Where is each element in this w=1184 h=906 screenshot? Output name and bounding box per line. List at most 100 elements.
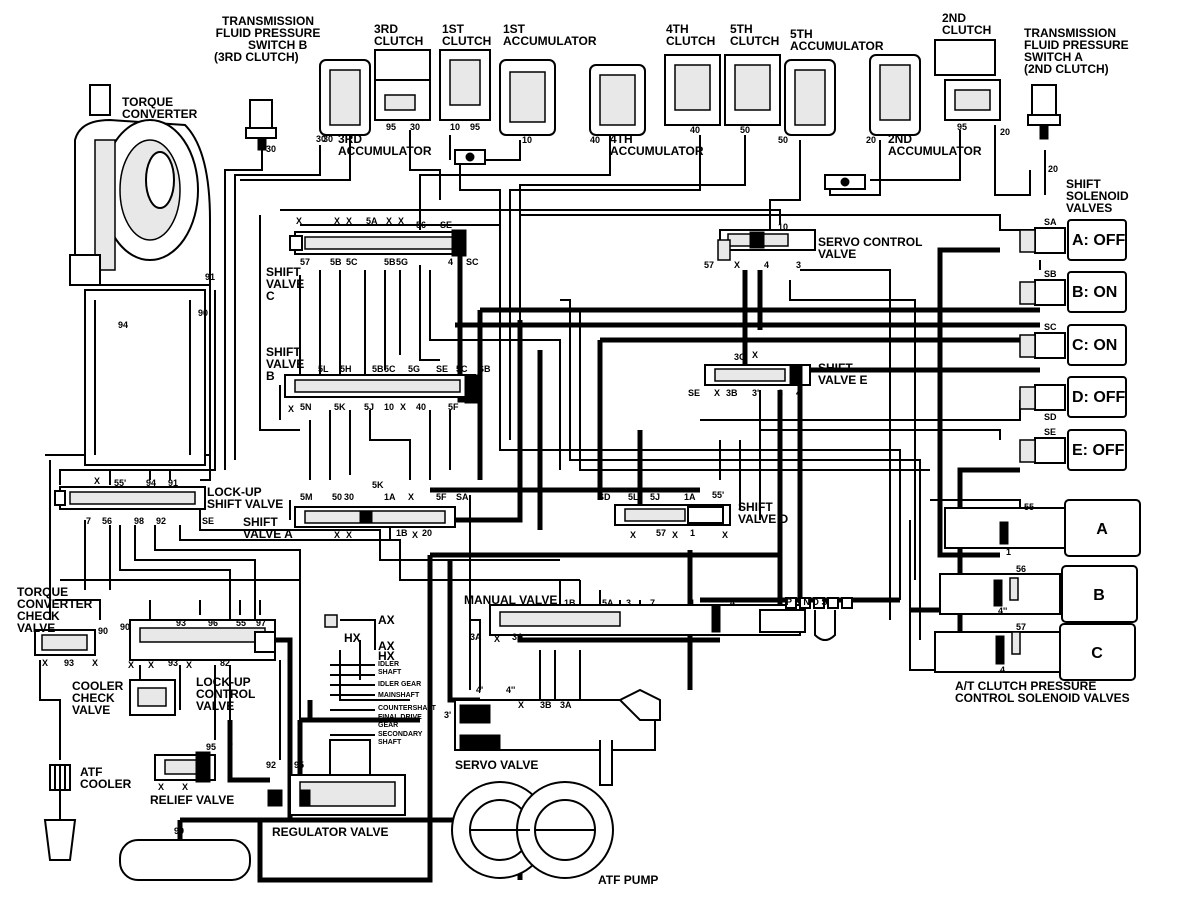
port: 3' bbox=[752, 388, 759, 398]
acc-4th-label-2: ACCUMULATOR bbox=[610, 144, 704, 158]
port: 5C bbox=[346, 257, 358, 267]
port: 4 bbox=[448, 257, 453, 267]
shift-d-label-1: SHIFT bbox=[738, 500, 773, 514]
port: SA bbox=[456, 492, 469, 502]
solenoid-e bbox=[1019, 429, 1127, 471]
solenoid-c bbox=[1019, 324, 1127, 366]
port: 97 bbox=[256, 618, 266, 628]
port: X bbox=[296, 216, 302, 226]
atf-pump-label: ATF PUMP bbox=[598, 873, 658, 887]
shift-c-label-3: C bbox=[266, 289, 275, 303]
shift-c-label-2: VALVE bbox=[266, 277, 304, 291]
tfps-b-label-3: SWITCH B bbox=[248, 38, 308, 52]
port: X bbox=[630, 530, 636, 540]
port: 30 bbox=[410, 122, 420, 132]
pressure-control-solenoids bbox=[934, 499, 1141, 681]
port: 55' bbox=[114, 478, 126, 488]
port: 7 bbox=[228, 742, 233, 752]
port: 5B bbox=[330, 257, 342, 267]
tfps-a-label-1: TRANSMISSION bbox=[1024, 26, 1116, 40]
port: 3A bbox=[470, 632, 482, 642]
acc-4th-label-1: 4TH bbox=[610, 132, 633, 146]
servo-control-label-2: VALVE bbox=[818, 247, 856, 261]
port: 3' bbox=[444, 710, 451, 720]
ssv-label-2: SOLENOID bbox=[1066, 189, 1129, 203]
shaft-label-4: MAINSHAFT bbox=[378, 692, 420, 699]
shift-valve-c-body bbox=[289, 229, 467, 257]
solenoid-d-state: D: OFF bbox=[1072, 389, 1126, 406]
shaft-label-8: SECONDARY bbox=[378, 731, 423, 738]
acc-3rd-label-1: 3RD bbox=[338, 132, 362, 146]
port: 5M bbox=[300, 492, 313, 502]
labels: TRANSMISSION FLUID PRESSURE SWITCH B (3R… bbox=[17, 11, 1130, 887]
shaft-label-5: COUNTERSHAFT bbox=[378, 705, 437, 712]
port: X bbox=[408, 492, 414, 502]
port: 10 bbox=[522, 135, 532, 145]
port: 95 bbox=[294, 760, 304, 770]
port: 4 bbox=[764, 260, 769, 270]
acc-5th-label-2: ACCUMULATOR bbox=[790, 39, 884, 53]
solenoid-c-state: C: ON bbox=[1072, 337, 1117, 354]
pressure-solenoid-b bbox=[939, 565, 1138, 623]
pcs-a-out: 1 bbox=[1006, 547, 1011, 557]
port: 82 bbox=[220, 658, 230, 668]
clutch-accumulator-row bbox=[319, 39, 1001, 190]
port: 1B bbox=[564, 598, 576, 608]
pcs-a-port: 55 bbox=[1024, 502, 1034, 512]
port: 91 bbox=[168, 478, 178, 488]
port: 40 bbox=[690, 125, 700, 135]
port: 3 bbox=[796, 260, 801, 270]
clutch-4th-label-2: CLUTCH bbox=[666, 34, 715, 48]
atf-pump bbox=[451, 781, 614, 879]
acc-2nd-label-2: ACCUMULATOR bbox=[888, 144, 982, 158]
port: X bbox=[92, 658, 98, 668]
port: 98 bbox=[134, 516, 144, 526]
port: 56 bbox=[416, 220, 426, 230]
port: 92 bbox=[156, 516, 166, 526]
port: 57 bbox=[704, 260, 714, 270]
torque-converter-label-2: CONVERTER bbox=[122, 107, 198, 121]
port: X bbox=[288, 404, 294, 414]
port: X bbox=[412, 530, 418, 540]
servo-valve-body bbox=[454, 688, 661, 786]
port: 7 bbox=[86, 516, 91, 526]
port: X bbox=[346, 216, 352, 226]
reg-hx-1: HX bbox=[344, 631, 361, 645]
port: 3C bbox=[734, 352, 746, 362]
port: 4 bbox=[730, 598, 735, 608]
port: 30 bbox=[316, 134, 326, 144]
solenoid-e-state: E: OFF bbox=[1072, 442, 1125, 459]
reg-hx-2: HX bbox=[378, 649, 395, 663]
relief-valve-label: RELIEF VALVE bbox=[150, 793, 234, 807]
port: 5B bbox=[372, 364, 384, 374]
ssv-label-1: SHIFT bbox=[1066, 177, 1101, 191]
port: 5K bbox=[334, 402, 346, 412]
port: 3A bbox=[560, 700, 572, 710]
port: 94 bbox=[118, 320, 128, 330]
port: SE bbox=[688, 388, 700, 398]
reg-ax-2: AX bbox=[378, 639, 395, 653]
spool-valves bbox=[34, 229, 853, 816]
clutch-1st-label-2: CLUTCH bbox=[442, 34, 491, 48]
manual-positions: P R N D S bbox=[786, 597, 827, 607]
port: 96 bbox=[208, 618, 218, 628]
clutch-3rd-label-2: CLUTCH bbox=[374, 34, 423, 48]
clutch-1st-label-1: 1ST bbox=[442, 22, 465, 36]
cooler-check-label-1: COOLER bbox=[72, 679, 124, 693]
tc-check-label-3: CHECK bbox=[17, 609, 60, 623]
tfps-a-label-2: FLUID PRESSURE bbox=[1024, 38, 1129, 52]
cooler-check-valve-body bbox=[129, 679, 176, 716]
port: X bbox=[734, 260, 740, 270]
atf-cooler bbox=[49, 764, 71, 791]
port: 50 bbox=[332, 492, 342, 502]
ssv-label-3: VALVES bbox=[1066, 201, 1112, 215]
port: 20 bbox=[1048, 164, 1058, 174]
solenoid-a-port: SA bbox=[1044, 217, 1057, 227]
acc-2nd-label-1: 2ND bbox=[888, 132, 912, 146]
solenoid-b bbox=[1019, 271, 1127, 313]
tfps-b-label-1: TRANSMISSION bbox=[222, 14, 314, 28]
shift-a-label-1: SHIFT bbox=[243, 515, 278, 529]
lockup-control-label-2: CONTROL bbox=[196, 687, 255, 701]
port: 3B bbox=[540, 700, 552, 710]
